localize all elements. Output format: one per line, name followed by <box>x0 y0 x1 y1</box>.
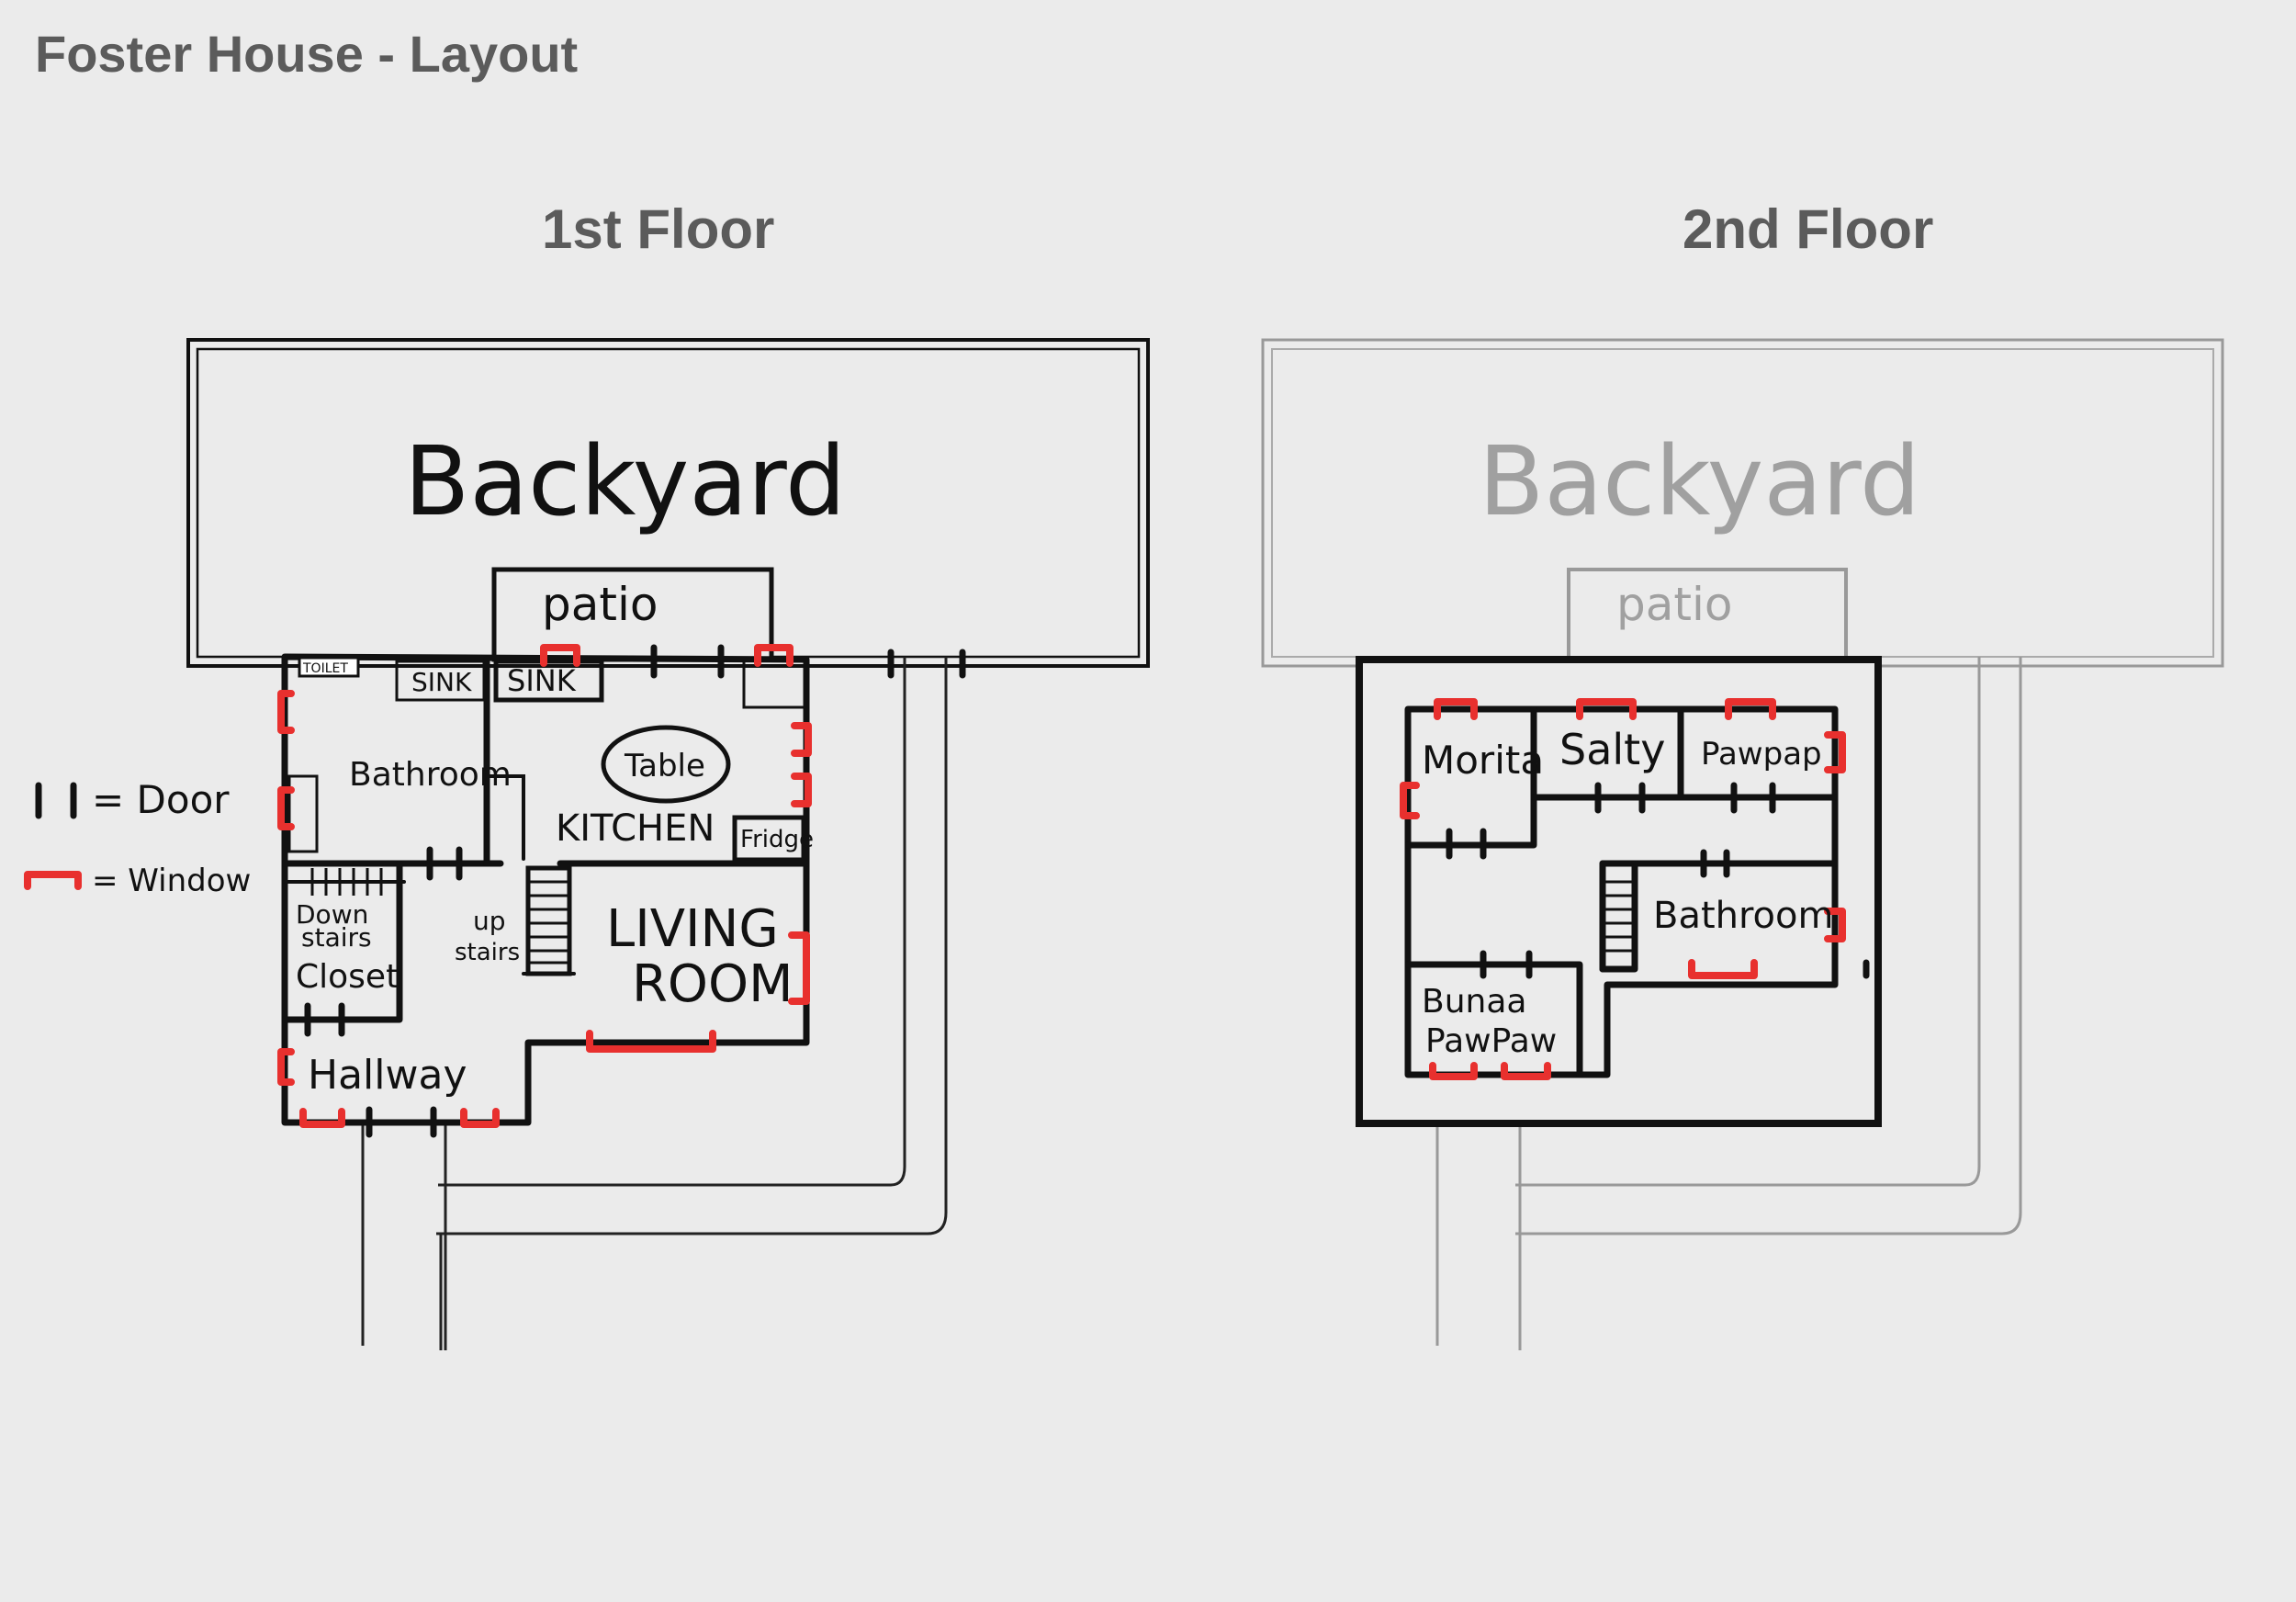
floor-2-walkways <box>1435 657 2022 1350</box>
down-stairs-steps <box>310 868 383 896</box>
floor-1-doors <box>304 644 966 1138</box>
down-stairs-label-line2: stairs <box>301 922 372 953</box>
door-symbol <box>35 782 77 819</box>
floor-1-walkways <box>361 657 948 1350</box>
legend: = Door = Window <box>24 777 251 899</box>
floor-1-backyard-label: Backyard <box>404 425 846 537</box>
floor-1-room-labels: Bathroom KITCHEN LIVING ROOM up stairs D… <box>296 756 793 1099</box>
toilet <box>298 656 360 678</box>
table-label: Table <box>624 748 705 784</box>
floor-2-stairs <box>1605 880 1633 953</box>
legend-door-label: = Door <box>92 777 230 822</box>
sink-1 <box>395 660 486 702</box>
floor-1-plan: 1st Floor Backyard patio <box>186 198 1150 1350</box>
floor-1-fixtures: TOILET SINK SINK Fridge Table <box>287 656 814 976</box>
room-salty-label: Salty <box>1559 725 1665 774</box>
floor-2-windows <box>1400 698 1846 1080</box>
floor-2-backyard: Backyard patio <box>1261 338 2224 668</box>
bathtub <box>287 774 319 853</box>
up-stairs-label-line2: stairs <box>455 939 520 966</box>
floor-2-heading: 2nd Floor <box>1683 198 1933 260</box>
floor-2-exterior-wall <box>1356 656 1882 1127</box>
floor-1-heading: 1st Floor <box>542 198 774 260</box>
room-bathroom-label: Bathroom <box>1653 895 1833 937</box>
floor-2-room-labels: Morita Salty Pawpap Bathroom Bunaa PawPa… <box>1422 725 1833 1060</box>
floor-1-interior-walls <box>281 656 810 1023</box>
floor-2-plan: 2nd Floor Backyard patio <box>1261 198 2224 1350</box>
up-stairs-steps <box>525 865 572 976</box>
living-room-label-line2: ROOM <box>632 954 793 1014</box>
floor-1-windows <box>277 644 812 1128</box>
floor-2-backyard-label: Backyard <box>1479 425 1920 537</box>
window-symbol <box>24 871 82 890</box>
hallway-label: Hallway <box>308 1052 467 1099</box>
floor-2-patio-label: patio <box>1616 578 1732 631</box>
sink-2 <box>493 659 604 703</box>
sink-1-label: SINK <box>411 667 472 697</box>
fridge <box>732 815 806 863</box>
toilet-label: TOILET <box>302 661 348 676</box>
floor-2-doors <box>1446 782 1870 979</box>
up-stairs-label-line1: up <box>473 906 506 936</box>
fridge-label: Fridge <box>740 826 814 853</box>
legend-window-label: = Window <box>92 863 251 899</box>
floor-1-patio: patio <box>491 567 774 662</box>
room-morita-label: Morita <box>1422 738 1544 783</box>
kitchen-label: KITCHEN <box>556 807 715 850</box>
floor-1-patio-label: patio <box>542 578 658 631</box>
kitchen-table <box>601 725 731 804</box>
room-bunaa-label-line2: PawPaw <box>1425 1022 1557 1060</box>
closet-label: Closet <box>296 958 399 996</box>
down-stairs-label-line1: Down <box>296 899 368 930</box>
living-room-label-line1: LIVING <box>606 899 779 959</box>
room-pawpap-label: Pawpap <box>1701 736 1822 773</box>
sink-2-label: SINK <box>507 663 577 698</box>
page-title: Foster House - Layout <box>35 25 578 83</box>
bathroom-label: Bathroom <box>349 756 512 794</box>
room-bunaa-label-line1: Bunaa <box>1422 983 1526 1021</box>
